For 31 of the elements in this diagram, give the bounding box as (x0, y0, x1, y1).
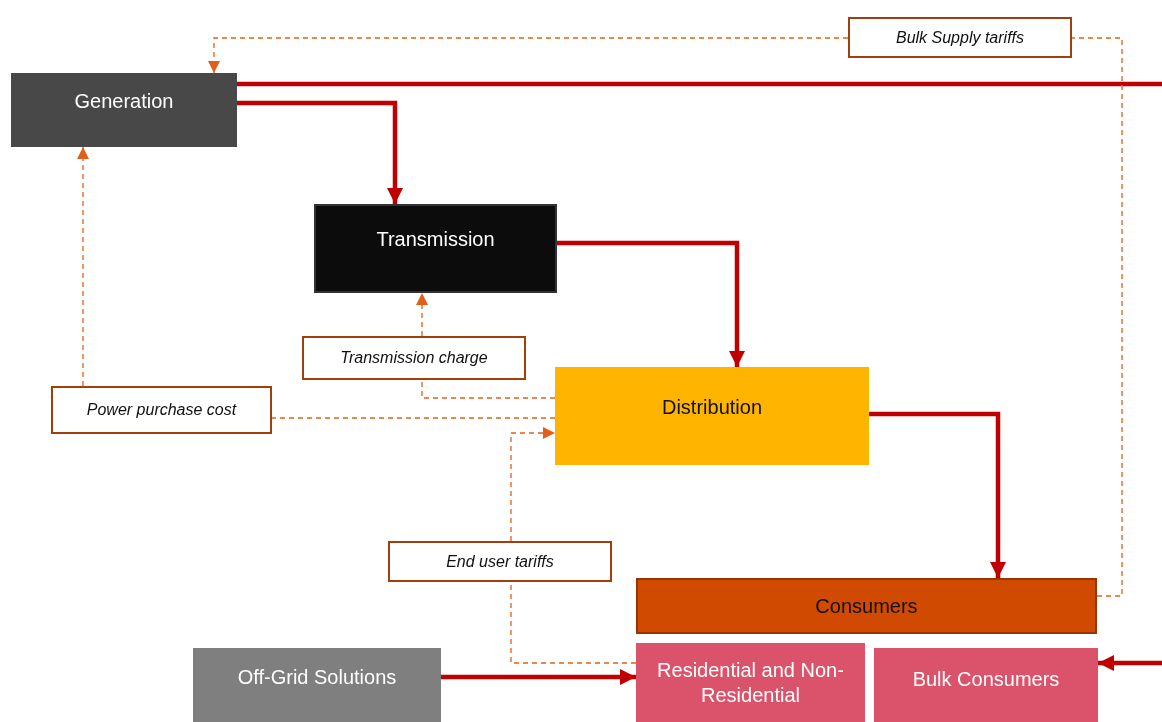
node-label: Transmission (376, 227, 495, 252)
node-label: Power purchase cost (86, 400, 237, 420)
tariff-label-box (302, 336, 526, 380)
tariff-label-box (388, 541, 612, 582)
node-label: Off-Grid Solutions (237, 664, 397, 690)
node-label: Bulk Supply tariffs (895, 27, 1025, 48)
power-flow-arrow (441, 669, 636, 685)
node-label: Residential and Non-Residential (656, 657, 845, 708)
process-box (193, 648, 441, 722)
power-flow-arrow (557, 240, 745, 367)
node-label: Bulk Consumers (912, 666, 1060, 692)
node-label: Consumers (815, 593, 918, 619)
payment-flow-arrow (416, 292, 428, 337)
node-label: Generation (74, 88, 174, 114)
process-box (636, 578, 1097, 634)
payment-flow-arrow (77, 146, 89, 387)
power-flow-arrow (869, 411, 1006, 578)
payment-flow-arrow (208, 37, 849, 74)
payment-flow-arrow (510, 427, 556, 542)
power-flow-arrow (1098, 655, 1162, 671)
process-box (636, 643, 865, 722)
power-flow-arrow (237, 100, 403, 204)
process-box (11, 73, 237, 147)
node-label: Distribution (661, 394, 762, 420)
node-label: End user tariffs (446, 551, 554, 572)
tariff-label-box (51, 386, 272, 434)
process-box (555, 367, 869, 465)
process-box (874, 648, 1098, 722)
process-box (314, 204, 557, 293)
node-label: Transmission charge (340, 348, 488, 368)
tariff-label-box (848, 17, 1072, 58)
